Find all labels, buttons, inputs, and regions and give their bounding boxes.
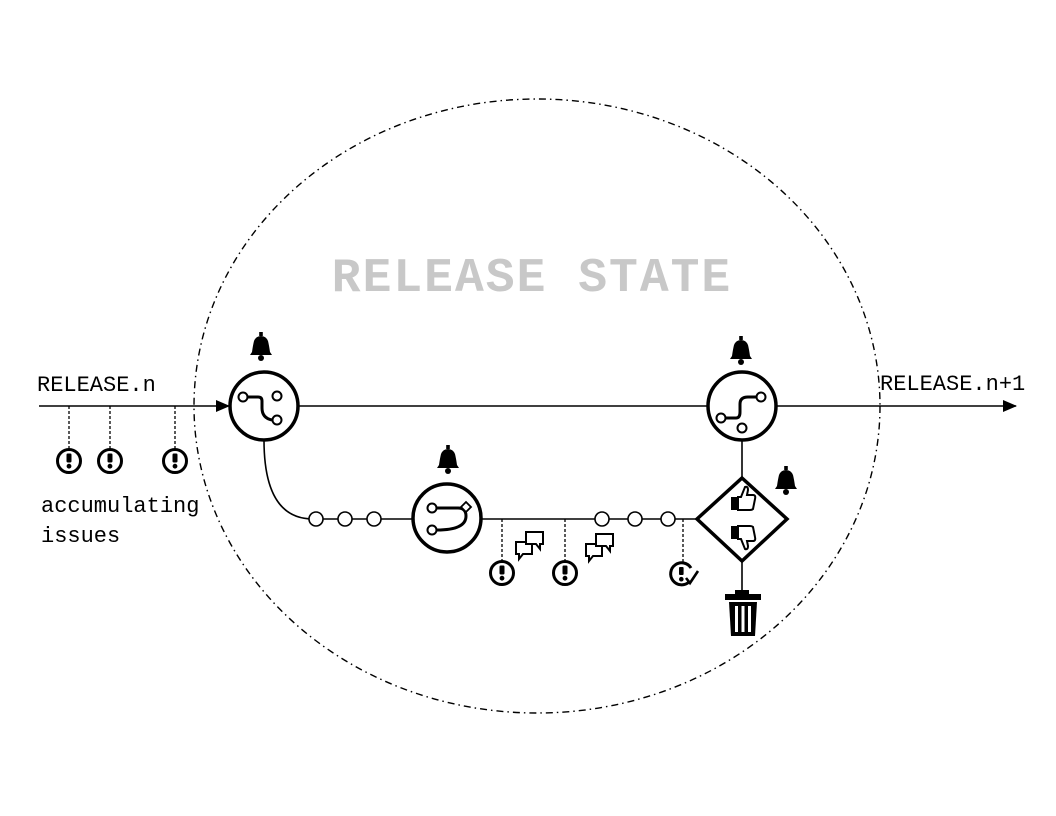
merge-node-right <box>706 370 778 442</box>
trash-icon <box>725 590 761 636</box>
bell-icon <box>250 332 272 361</box>
issue-icon <box>162 448 188 474</box>
merge-request-icon <box>436 506 468 532</box>
accumulating-issues-line2: issues <box>41 524 120 549</box>
accumulating-issues-group <box>56 406 188 474</box>
commits-before-merge <box>308 511 382 527</box>
branch-curve <box>263 439 314 520</box>
review-node <box>411 482 483 554</box>
issue-icon <box>489 560 515 586</box>
bell-icon <box>437 445 459 474</box>
bell-icon <box>730 336 752 365</box>
release-state-title: RELEASE STATE <box>332 252 732 306</box>
issue-icon <box>97 448 123 474</box>
issue-resolved-icon <box>669 561 700 587</box>
release-current-label: RELEASE.n <box>37 373 156 398</box>
comments-icon <box>585 533 614 562</box>
approval-decision <box>694 475 790 564</box>
comments-icon <box>515 531 544 560</box>
review-feedback <box>489 519 700 587</box>
release-next-label: RELEASE.n+1 <box>880 372 1025 397</box>
branch-icon <box>248 395 273 422</box>
merge-icon <box>726 395 756 420</box>
issue-icon <box>56 448 82 474</box>
commits-after-review <box>594 511 676 527</box>
branch-node-left <box>228 370 300 442</box>
accumulating-issues-line1: accumulating <box>41 494 199 519</box>
issue-icon <box>552 560 578 586</box>
bell-icon <box>775 466 797 495</box>
